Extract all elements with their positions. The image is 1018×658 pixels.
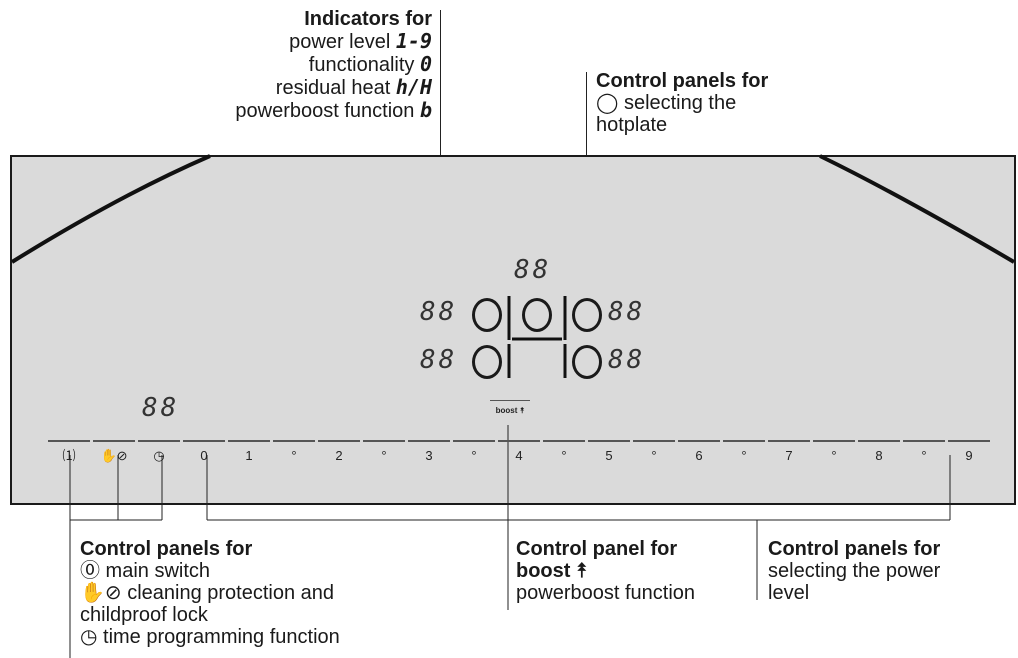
hotplate-title: Control panels for bbox=[596, 70, 769, 92]
boost-callout-title1: Control panel for bbox=[516, 538, 678, 560]
display-row2-left: 88 bbox=[420, 345, 458, 375]
cooktop-panel bbox=[10, 155, 1016, 505]
power-callout-line1: selecting the power bbox=[768, 560, 941, 582]
hotplate-ring-3[interactable] bbox=[572, 298, 602, 332]
power-level-key[interactable]: 0 bbox=[183, 440, 225, 466]
boost-button[interactable]: boost ⯭ bbox=[490, 400, 530, 421]
boost-callout-title2: boost ⯭ bbox=[516, 560, 588, 582]
power-level-key[interactable]: ° bbox=[903, 440, 945, 466]
power-level-key[interactable]: ° bbox=[363, 440, 405, 466]
hotplate-ring-5[interactable] bbox=[572, 345, 602, 379]
main-callout: Control panels for ⓪ main switch ✋⊘ clea… bbox=[80, 538, 440, 648]
main-switch-key[interactable]: ⑴ bbox=[48, 440, 90, 466]
display-top-center: 88 bbox=[514, 255, 552, 285]
indicators-callout: Indicators for power level 1-9 functiona… bbox=[150, 8, 432, 122]
right-zone-arc bbox=[819, 154, 1016, 264]
indicator-powerboost: powerboost function b bbox=[235, 98, 432, 122]
main-callout-line1: ⓪ main switch bbox=[80, 560, 211, 582]
power-level-key[interactable]: ° bbox=[813, 440, 855, 466]
hotplate-ring-1[interactable] bbox=[472, 298, 502, 332]
display-row2-right: 88 bbox=[608, 345, 646, 375]
indicator-functionality: functionality 0 bbox=[308, 52, 432, 76]
power-level-key[interactable]: 9 bbox=[948, 440, 990, 466]
hotplate-ring-2[interactable] bbox=[522, 298, 552, 332]
power-level-key[interactable]: 8 bbox=[858, 440, 900, 466]
power-level-key[interactable]: 1 bbox=[228, 440, 270, 466]
main-callout-line3: childproof lock bbox=[80, 604, 208, 626]
display-row1-left: 88 bbox=[420, 297, 458, 327]
power-callout-title: Control panels for bbox=[768, 538, 941, 560]
indicators-title: Indicators for bbox=[304, 8, 432, 30]
power-level-key[interactable]: 3 bbox=[408, 440, 450, 466]
indicator-residual-heat: residual heat h/H bbox=[275, 75, 432, 99]
power-level-key[interactable]: 2 bbox=[318, 440, 360, 466]
main-callout-line2: ✋⊘ cleaning protection and bbox=[80, 582, 335, 604]
lock-key[interactable]: ✋⊘ bbox=[93, 440, 135, 466]
main-callout-title: Control panels for bbox=[80, 538, 253, 560]
boost-callout-line1: powerboost function bbox=[516, 582, 696, 604]
power-callout: Control panels for selecting the power l… bbox=[768, 538, 1008, 604]
power-level-key[interactable]: ° bbox=[543, 440, 585, 466]
hotplate-ring-4[interactable] bbox=[472, 345, 502, 379]
boost-callout: Control panel for boost ⯭ powerboost fun… bbox=[516, 538, 746, 604]
display-row1-right: 88 bbox=[608, 297, 646, 327]
timer-key[interactable]: ◷ bbox=[138, 440, 180, 466]
display-timer: 88 bbox=[142, 393, 180, 423]
hotplate-line2: hotplate bbox=[596, 114, 668, 136]
power-level-key[interactable]: ° bbox=[273, 440, 315, 466]
power-level-key[interactable]: ° bbox=[453, 440, 495, 466]
power-level-key[interactable]: 7 bbox=[768, 440, 810, 466]
power-level-key[interactable]: 5 bbox=[588, 440, 630, 466]
indicator-power-level: power level 1-9 bbox=[289, 29, 432, 53]
power-callout-line2: level bbox=[768, 582, 810, 604]
indicators-leader-line bbox=[440, 10, 441, 290]
power-level-key[interactable]: 6 bbox=[678, 440, 720, 466]
main-callout-line4: ◷ time programming function bbox=[80, 626, 340, 648]
left-zone-arc bbox=[10, 154, 211, 264]
power-level-key[interactable]: 4 bbox=[498, 440, 540, 466]
hotplate-callout: Control panels for ◯ selecting the hotpl… bbox=[596, 70, 836, 136]
power-level-key[interactable]: ° bbox=[723, 440, 765, 466]
hotplate-line1: ◯ selecting the bbox=[596, 92, 737, 114]
power-level-key[interactable]: ° bbox=[633, 440, 675, 466]
